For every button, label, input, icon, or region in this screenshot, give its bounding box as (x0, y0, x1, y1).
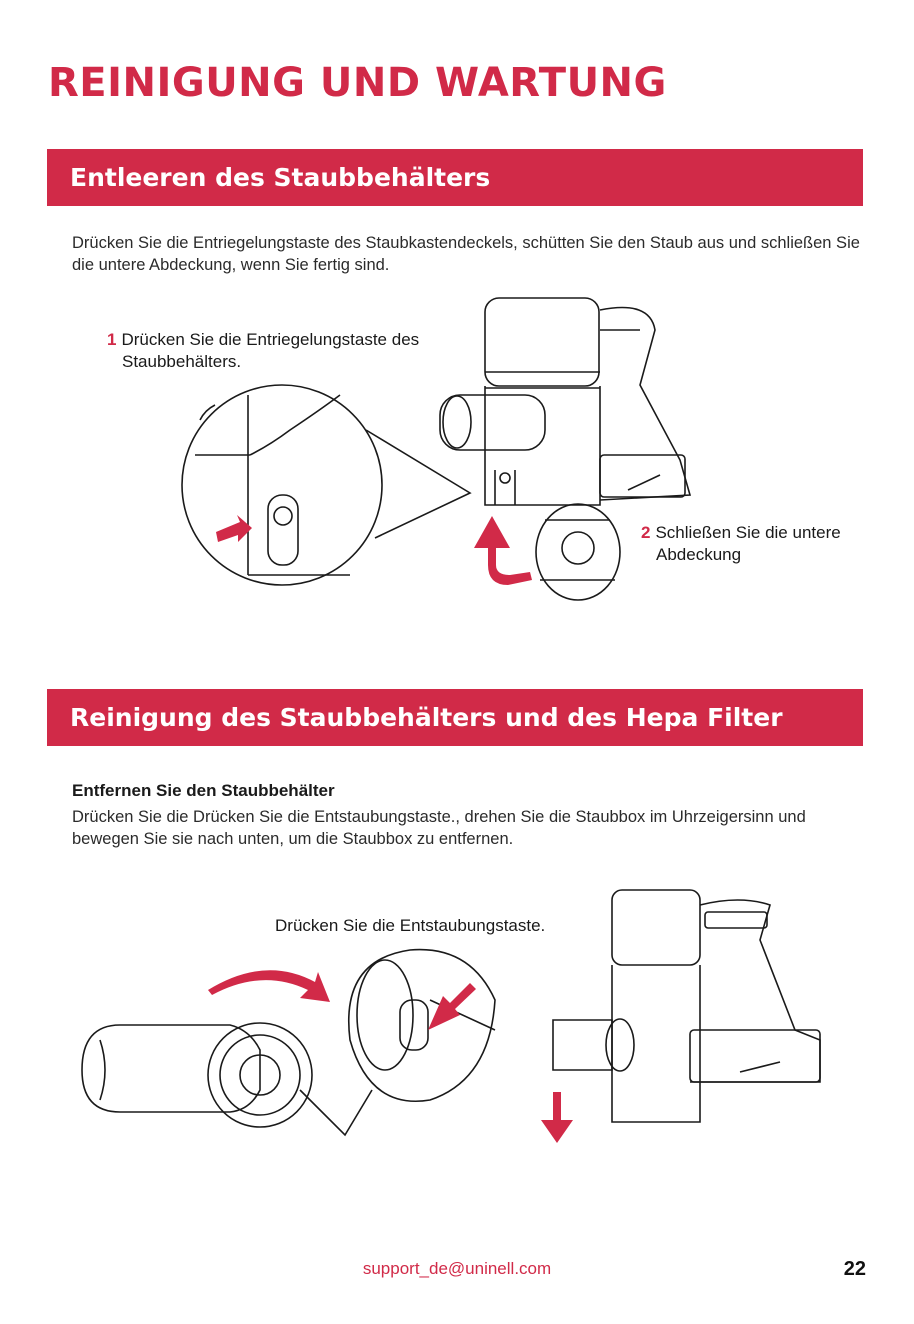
arrow-press-icon (428, 983, 476, 1030)
section1-instructions: Drücken Sie die Entriegelungstaste des S… (72, 234, 860, 274)
arrow-right-icon (216, 515, 252, 542)
step1-number: 1 (107, 330, 117, 349)
section2-instructions: Drücken Sie die Drücken Sie die Entstaub… (72, 808, 806, 848)
step1-line2: Staubbehälters. (122, 352, 242, 371)
page-title: REINIGUNG UND WARTUNG (48, 60, 667, 106)
support-email[interactable]: support_de@uninell.com (362, 1259, 552, 1278)
figure-remove-dustbin (81, 889, 821, 1143)
step1-line1: Drücken Sie die Entriegelungstaste des (121, 330, 420, 349)
step2-number: 2 (641, 523, 651, 542)
step2-line1: Schließen Sie die untere (655, 523, 841, 542)
section-heading-clean-filter: Reinigung des Staubbehälters und des Hep… (47, 689, 863, 746)
page-number: 22 (843, 1258, 866, 1280)
curved-arrow-right-icon (208, 970, 330, 1002)
section-heading-empty-dustbin: Entleeren des Staubbehälters (47, 149, 863, 206)
step2-line2: Abdeckung (656, 545, 742, 564)
arrow-down-icon (541, 1092, 573, 1143)
remove-dustbin-heading: Entfernen Sie den Staubbehälter (72, 781, 335, 800)
curved-arrow-up-icon (474, 516, 532, 585)
press-button-callout: Drücken Sie die Entstaubungstaste. (275, 916, 546, 935)
figure-empty-dustbin (181, 297, 692, 601)
